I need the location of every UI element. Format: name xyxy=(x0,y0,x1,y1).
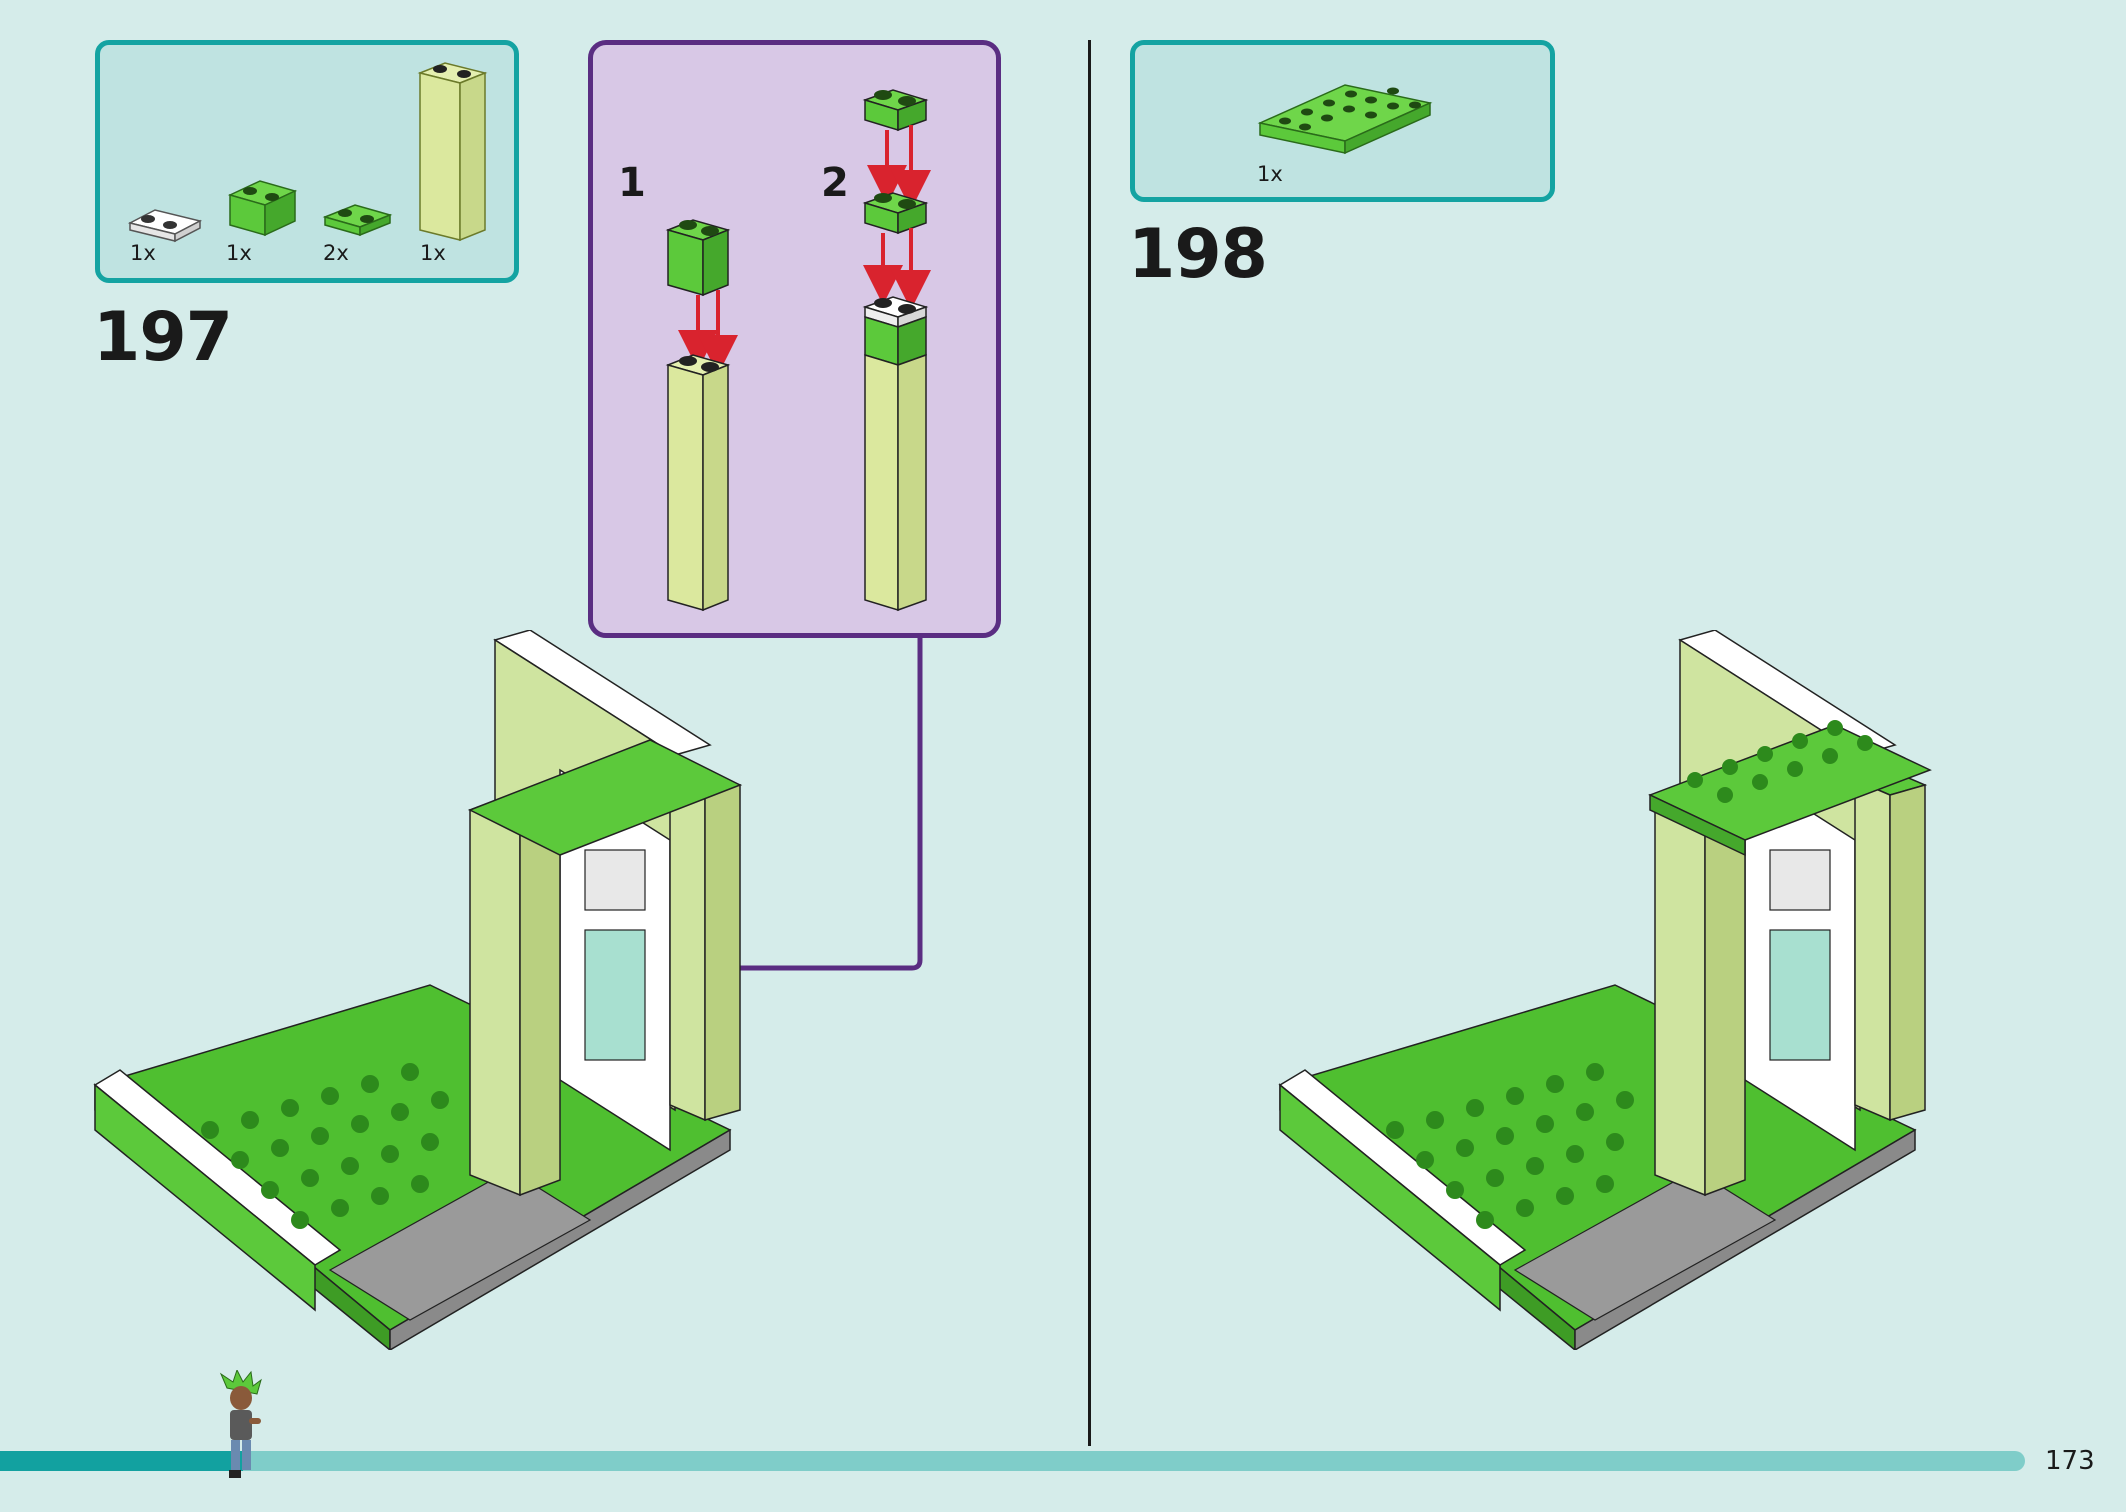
green-plate-icon xyxy=(322,204,393,237)
model-illustration-step-198 xyxy=(1278,630,1932,1350)
part-qty-1: 1x xyxy=(130,241,156,265)
step-number-198: 198 xyxy=(1128,215,1268,294)
progress-fill xyxy=(0,1451,243,1471)
subassembly-art xyxy=(665,89,931,612)
subassembly-callout: 1 2 xyxy=(588,40,1001,638)
parts-box-step-197: 1x 1x 2x 1x xyxy=(95,40,519,283)
white-plate-icon xyxy=(127,209,203,243)
green-brick-icon xyxy=(227,180,298,237)
green-plate-2x6-icon xyxy=(1257,84,1433,155)
minifigure-icon xyxy=(219,1370,262,1478)
substep-1-label: 1 xyxy=(618,160,646,206)
part-qty-198-1: 1x xyxy=(1257,162,1283,186)
page-divider xyxy=(1088,40,1091,1446)
substep-2-art xyxy=(862,89,931,612)
part-qty-4: 1x xyxy=(420,241,446,265)
lime-tall-brick-icon xyxy=(417,62,488,242)
part-qty-2: 1x xyxy=(226,241,252,265)
part-qty-3: 2x xyxy=(323,241,349,265)
parts-list-art-198 xyxy=(1257,84,1433,155)
page-number: 173 xyxy=(2045,1446,2095,1476)
parts-box-step-198: 1x xyxy=(1130,40,1555,202)
parts-list-art xyxy=(127,62,488,243)
progress-track xyxy=(0,1451,2025,1471)
model-illustration-step-197 xyxy=(93,630,743,1350)
substep-2-label: 2 xyxy=(821,160,849,206)
step-number-197: 197 xyxy=(93,298,233,377)
substep-1-art xyxy=(665,219,738,612)
